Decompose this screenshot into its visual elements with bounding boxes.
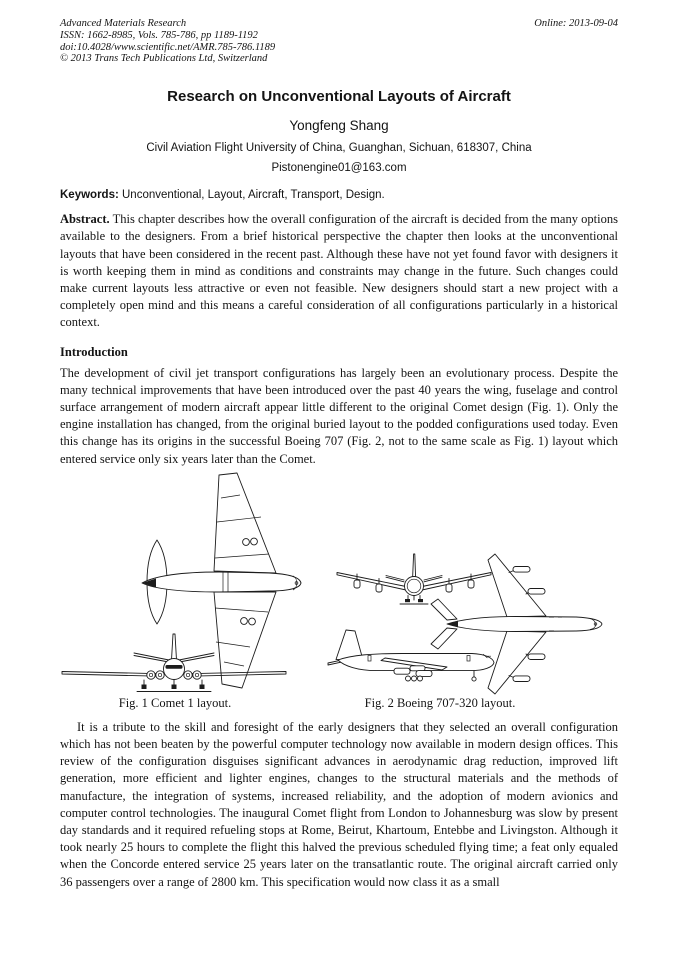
- keywords-text: Unconventional, Layout, Aircraft, Transp…: [122, 189, 385, 202]
- journal-header: Advanced Materials Research ISSN: 1662-8…: [60, 18, 618, 65]
- boeing-707-layout-drawing: [327, 553, 603, 695]
- keywords-label: Keywords:: [60, 189, 119, 202]
- comet-layout-drawing: [61, 472, 302, 692]
- figure-2-caption: Fig. 2 Boeing 707-320 layout.: [364, 695, 516, 710]
- abstract-text: This chapter describes how the overall c…: [60, 212, 618, 330]
- journal-name: Advanced Materials Research: [60, 18, 187, 29]
- author-name: Yongfeng Shang: [289, 118, 389, 134]
- abstract-paragraph: Abstract. This chapter describes how the…: [60, 211, 618, 331]
- tribute-paragraph: It is a tribute to the skill and foresig…: [60, 719, 618, 889]
- abstract-label: Abstract.: [60, 212, 110, 227]
- introduction-heading: Introduction: [60, 344, 128, 359]
- journal-header-left: Advanced Materials Research ISSN: 1662-8…: [60, 18, 275, 65]
- figure-1-caption: Fig. 1 Comet 1 layout.: [118, 695, 232, 710]
- paper-title: Research on Unconventional Layouts of Ai…: [167, 88, 511, 106]
- page-content: Advanced Materials Research ISSN: 1662-8…: [60, 18, 618, 889]
- figures-block: Fig. 1 Comet 1 layout. Fig. 2 Boeing 707…: [60, 470, 618, 714]
- author-affiliation: Civil Aviation Flight University of Chin…: [146, 142, 532, 155]
- doi-line: doi:10.4028/www.scientific.net/AMR.785-7…: [60, 41, 276, 53]
- introduction-paragraph: The development of civil jet transport c…: [60, 365, 618, 466]
- keywords-line: Keywords: Unconventional, Layout, Aircra…: [60, 188, 618, 202]
- copyright-line: © 2013 Trans Tech Publications Ltd, Swit…: [60, 53, 268, 65]
- issn-line: ISSN: 1662-8985, Vols. 785-786, pp 1189-…: [60, 29, 258, 41]
- author-email: Pistonengine01@163.com: [271, 162, 407, 175]
- online-date: Online: 2013-09-04: [534, 18, 618, 29]
